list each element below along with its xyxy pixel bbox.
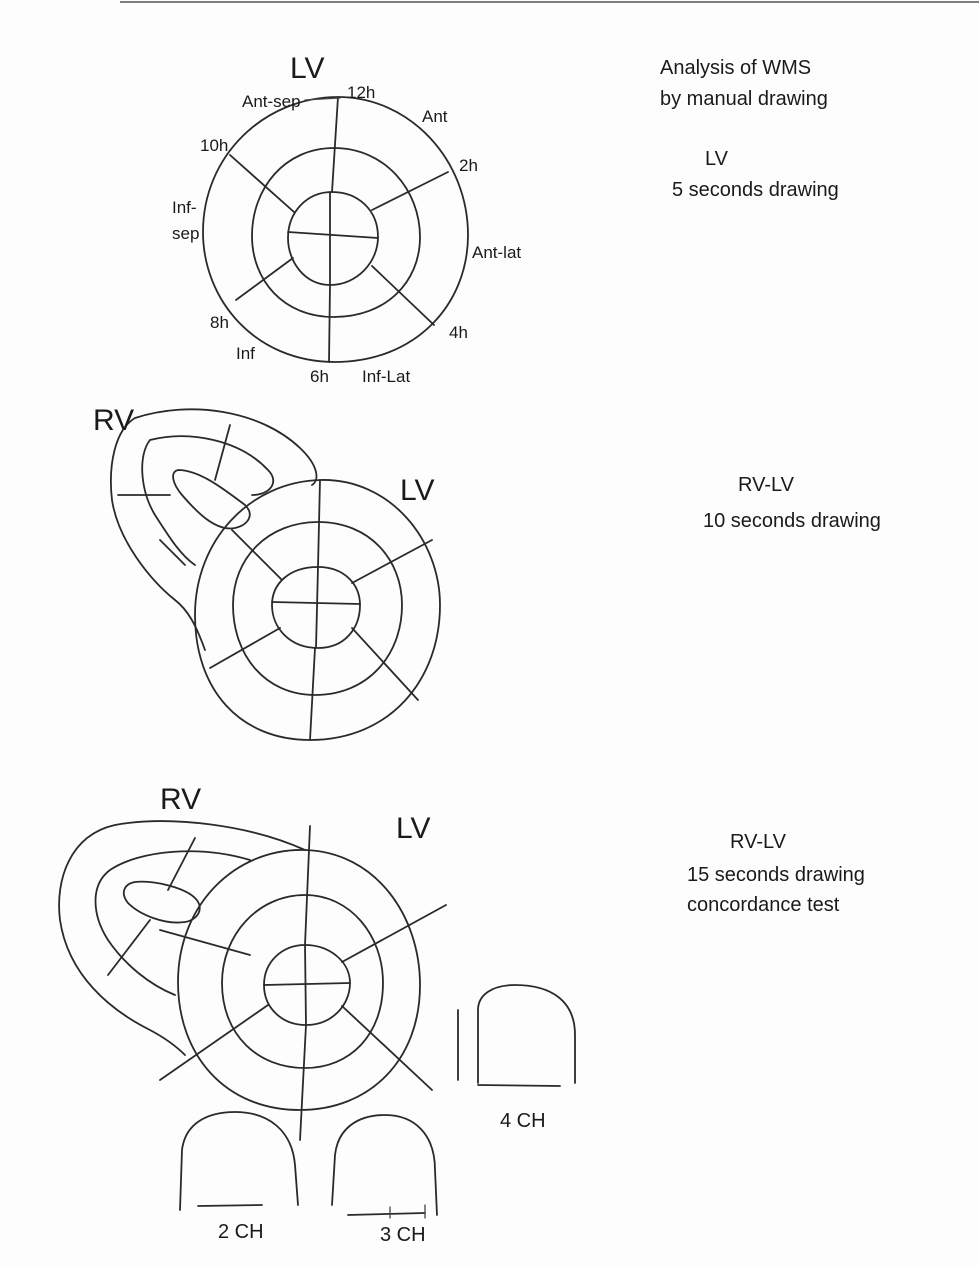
label-ant-sep: Ant-sep (242, 92, 301, 111)
rvlv2-note-heading: RV-LV (730, 831, 786, 853)
view-3ch-label: 3 CH (380, 1224, 426, 1246)
lv-bullseye-diagram: LV 12h Ant 2h Ant-lat 4h Inf-Lat 6h Inf … (172, 52, 521, 386)
lv-note-time: 5 seconds drawing (672, 179, 839, 201)
lv-radial-10h (229, 154, 295, 213)
rv3-divider-1 (167, 837, 196, 891)
view-2ch-base (197, 1204, 263, 1207)
lv-outer-ring (202, 96, 469, 363)
label-6h: 6h (310, 367, 329, 386)
lv2-radial-top (317, 479, 321, 568)
label-inf-sep-1: Inf- (172, 198, 197, 217)
lv3-radial-4h (341, 1005, 433, 1091)
rvlv-note-time: 10 seconds drawing (703, 510, 881, 532)
view-3ch-shape (331, 1114, 438, 1216)
rvlv2-note-time: 15 seconds drawing (687, 864, 865, 886)
lv-inner-ring (287, 191, 379, 286)
lv3-label: LV (396, 812, 430, 845)
lv2-radial-4h (351, 627, 419, 701)
rvlv-diagram-10s: RV LV (93, 404, 441, 741)
rvlv-diagram-15s: RV LV 4 CH 2 CH 3 CH (58, 783, 576, 1246)
label-inf-lat: Inf-Lat (362, 367, 410, 386)
label-inf-sep-2: sep (172, 224, 199, 243)
page-title-line1: Analysis of WMS (660, 57, 812, 79)
rv-divider-1 (214, 424, 231, 481)
lv2-radial-10h (231, 529, 283, 581)
lv2-inner-ring (271, 566, 361, 649)
rv-outer-shape (110, 408, 318, 651)
label-12h: 12h (347, 83, 375, 102)
label-10h: 10h (200, 136, 228, 155)
rvlv2-note-extra: concordance test (687, 894, 840, 916)
lv2-label: LV (400, 474, 434, 507)
label-ant-lat: Ant-lat (472, 243, 521, 262)
lv-note-heading: LV (705, 148, 728, 170)
rv3-middle-shape (94, 850, 251, 996)
view-2ch-shape (179, 1111, 299, 1211)
rvlv-note-heading: RV-LV (738, 474, 794, 496)
view-4ch-base (477, 1084, 561, 1087)
view-3ch-base (347, 1212, 426, 1216)
rv2-label: RV (93, 404, 134, 437)
lv2-radial-bottom (309, 647, 316, 741)
label-4h: 4h (449, 323, 468, 342)
lv-radial-8h (235, 257, 294, 301)
view-4ch-label: 4 CH (500, 1110, 546, 1132)
rv3-outer-shape (58, 820, 306, 1056)
lv-radial-4h (371, 265, 435, 326)
label-2h: 2h (459, 156, 478, 175)
lv-inner-divider (287, 231, 379, 239)
lv-diagram-title: LV (290, 52, 324, 85)
lv-radial-12h (331, 96, 339, 193)
lv3-inner-divider (263, 982, 351, 986)
label-ant: Ant (422, 107, 448, 126)
view-4ch-shape (477, 984, 576, 1084)
lv3-radial-2h (341, 904, 447, 963)
rv3-divider-2 (107, 919, 151, 976)
lv3-radial-top (304, 825, 311, 946)
lv3-inner-vertical (304, 944, 307, 1026)
lv-antsep-tick (304, 97, 341, 101)
rv-inner-shape (172, 469, 251, 530)
rv-divider-3 (159, 539, 186, 566)
lv-radial-6h (328, 284, 331, 363)
lv2-radial-8h (209, 627, 281, 669)
lv2-inner-vertical (315, 566, 319, 649)
lv3-radial-bottom (299, 1024, 307, 1141)
lv2-radial-2h (351, 539, 433, 584)
lv-middle-ring (251, 147, 421, 318)
page-title-line2: by manual drawing (660, 88, 828, 110)
lv2-inner-divider (271, 601, 361, 605)
label-inf: Inf (236, 344, 255, 363)
lv-radial-2h (371, 171, 449, 211)
rv3-inner-shape (122, 880, 201, 924)
view-2ch-label: 2 CH (218, 1221, 264, 1243)
lv3-radial-8h (159, 1004, 269, 1081)
lv2-middle-ring (232, 521, 403, 696)
rv3-divider-3 (159, 929, 251, 956)
lv3-middle-ring (221, 894, 384, 1069)
label-8h: 8h (210, 313, 229, 332)
rv-middle-shape (141, 435, 274, 566)
rv3-label: RV (160, 783, 201, 816)
